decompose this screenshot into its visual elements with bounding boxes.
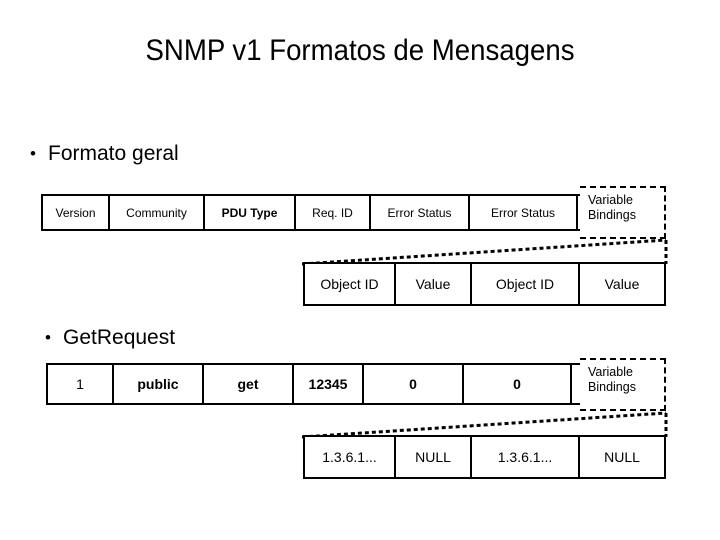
cell-req-id-value: 12345 <box>294 365 364 403</box>
cell-error-status-1: Error Status <box>371 196 470 229</box>
getrequest-variable-bindings-box: Variable Bindings <box>580 358 666 411</box>
cell-community-value: public <box>114 365 204 403</box>
bullet-formato-geral: • Formato geral <box>30 142 179 166</box>
cell-error-status-1-value: 0 <box>364 365 464 403</box>
cell-object-id-1: Object ID <box>305 264 396 304</box>
cell-pdu-type-value: get <box>204 365 294 403</box>
cell-version: Version <box>43 196 110 229</box>
general-format-header-row: Version Community PDU Type Req. ID Error… <box>41 194 580 231</box>
cell-value-2-value: NULL <box>580 437 664 477</box>
bullet-dot-icon: • <box>45 328 51 347</box>
variable-bindings-line2: Bindings <box>588 380 636 394</box>
page-title: SNMP v1 Formatos de Mensagens <box>145 34 575 67</box>
bullet-getrequest-label: GetRequest <box>63 326 176 349</box>
bullet-getrequest: • GetRequest <box>45 326 175 350</box>
bullet-formato-geral-label: Formato geral <box>48 142 179 165</box>
cell-version-value: 1 <box>48 365 114 403</box>
cell-error-status-2: Error Status <box>470 196 578 229</box>
cell-pdu-type: PDU Type <box>205 196 296 229</box>
cell-value-1-value: NULL <box>396 437 472 477</box>
bullet-dot-icon: • <box>30 144 36 163</box>
general-variable-bindings-box: Variable Bindings <box>580 186 666 239</box>
cell-value-1: Value <box>396 264 472 304</box>
getrequest-varbind-row: 1.3.6.1... NULL 1.3.6.1... NULL <box>303 435 666 479</box>
cell-community: Community <box>110 196 205 229</box>
cell-value-2: Value <box>580 264 664 304</box>
variable-bindings-line2: Bindings <box>588 208 636 222</box>
cell-object-id-1-value: 1.3.6.1... <box>305 437 396 477</box>
general-format-varbind-row: Object ID Value Object ID Value <box>303 262 666 306</box>
cell-req-id: Req. ID <box>296 196 371 229</box>
variable-bindings-line1: Variable <box>588 365 633 379</box>
cell-object-id-2-value: 1.3.6.1... <box>472 437 580 477</box>
variable-bindings-line1: Variable <box>588 193 633 207</box>
getrequest-header-row: 1 public get 12345 0 0 <box>46 363 580 405</box>
cell-error-status-2-value: 0 <box>464 365 572 403</box>
cell-object-id-2: Object ID <box>472 264 580 304</box>
